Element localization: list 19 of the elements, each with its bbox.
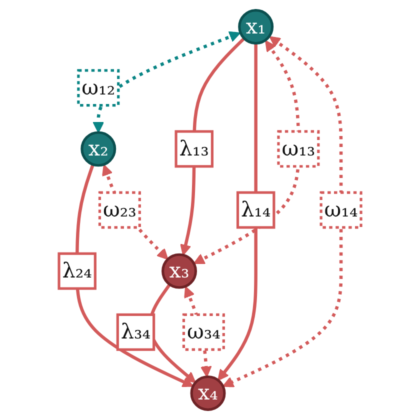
node-circle: x₁	[238, 9, 274, 45]
arrow	[102, 164, 168, 260]
edge-label: ω₃₄	[186, 319, 220, 344]
arrow	[75, 164, 194, 388]
arrow	[222, 36, 343, 388]
edge-label: ω₁₄	[324, 197, 358, 222]
edge-label: ω₂₃	[102, 197, 136, 222]
edge-label: λ₃₄	[120, 319, 151, 344]
edge-label: ω₁₂	[82, 74, 116, 100]
node-circle: x₃	[162, 253, 198, 289]
arrow	[218, 43, 258, 381]
edge-label: ω₁₃	[282, 136, 316, 161]
arrow	[193, 40, 300, 264]
edge-label: λ₁₃	[179, 136, 209, 161]
node-circle: x₄	[190, 375, 226, 411]
node-circle: x₂	[80, 131, 116, 167]
edge-label: λ₁₄	[240, 197, 271, 222]
edge-label: λ₂₄	[62, 258, 92, 283]
arrow	[92, 31, 241, 133]
